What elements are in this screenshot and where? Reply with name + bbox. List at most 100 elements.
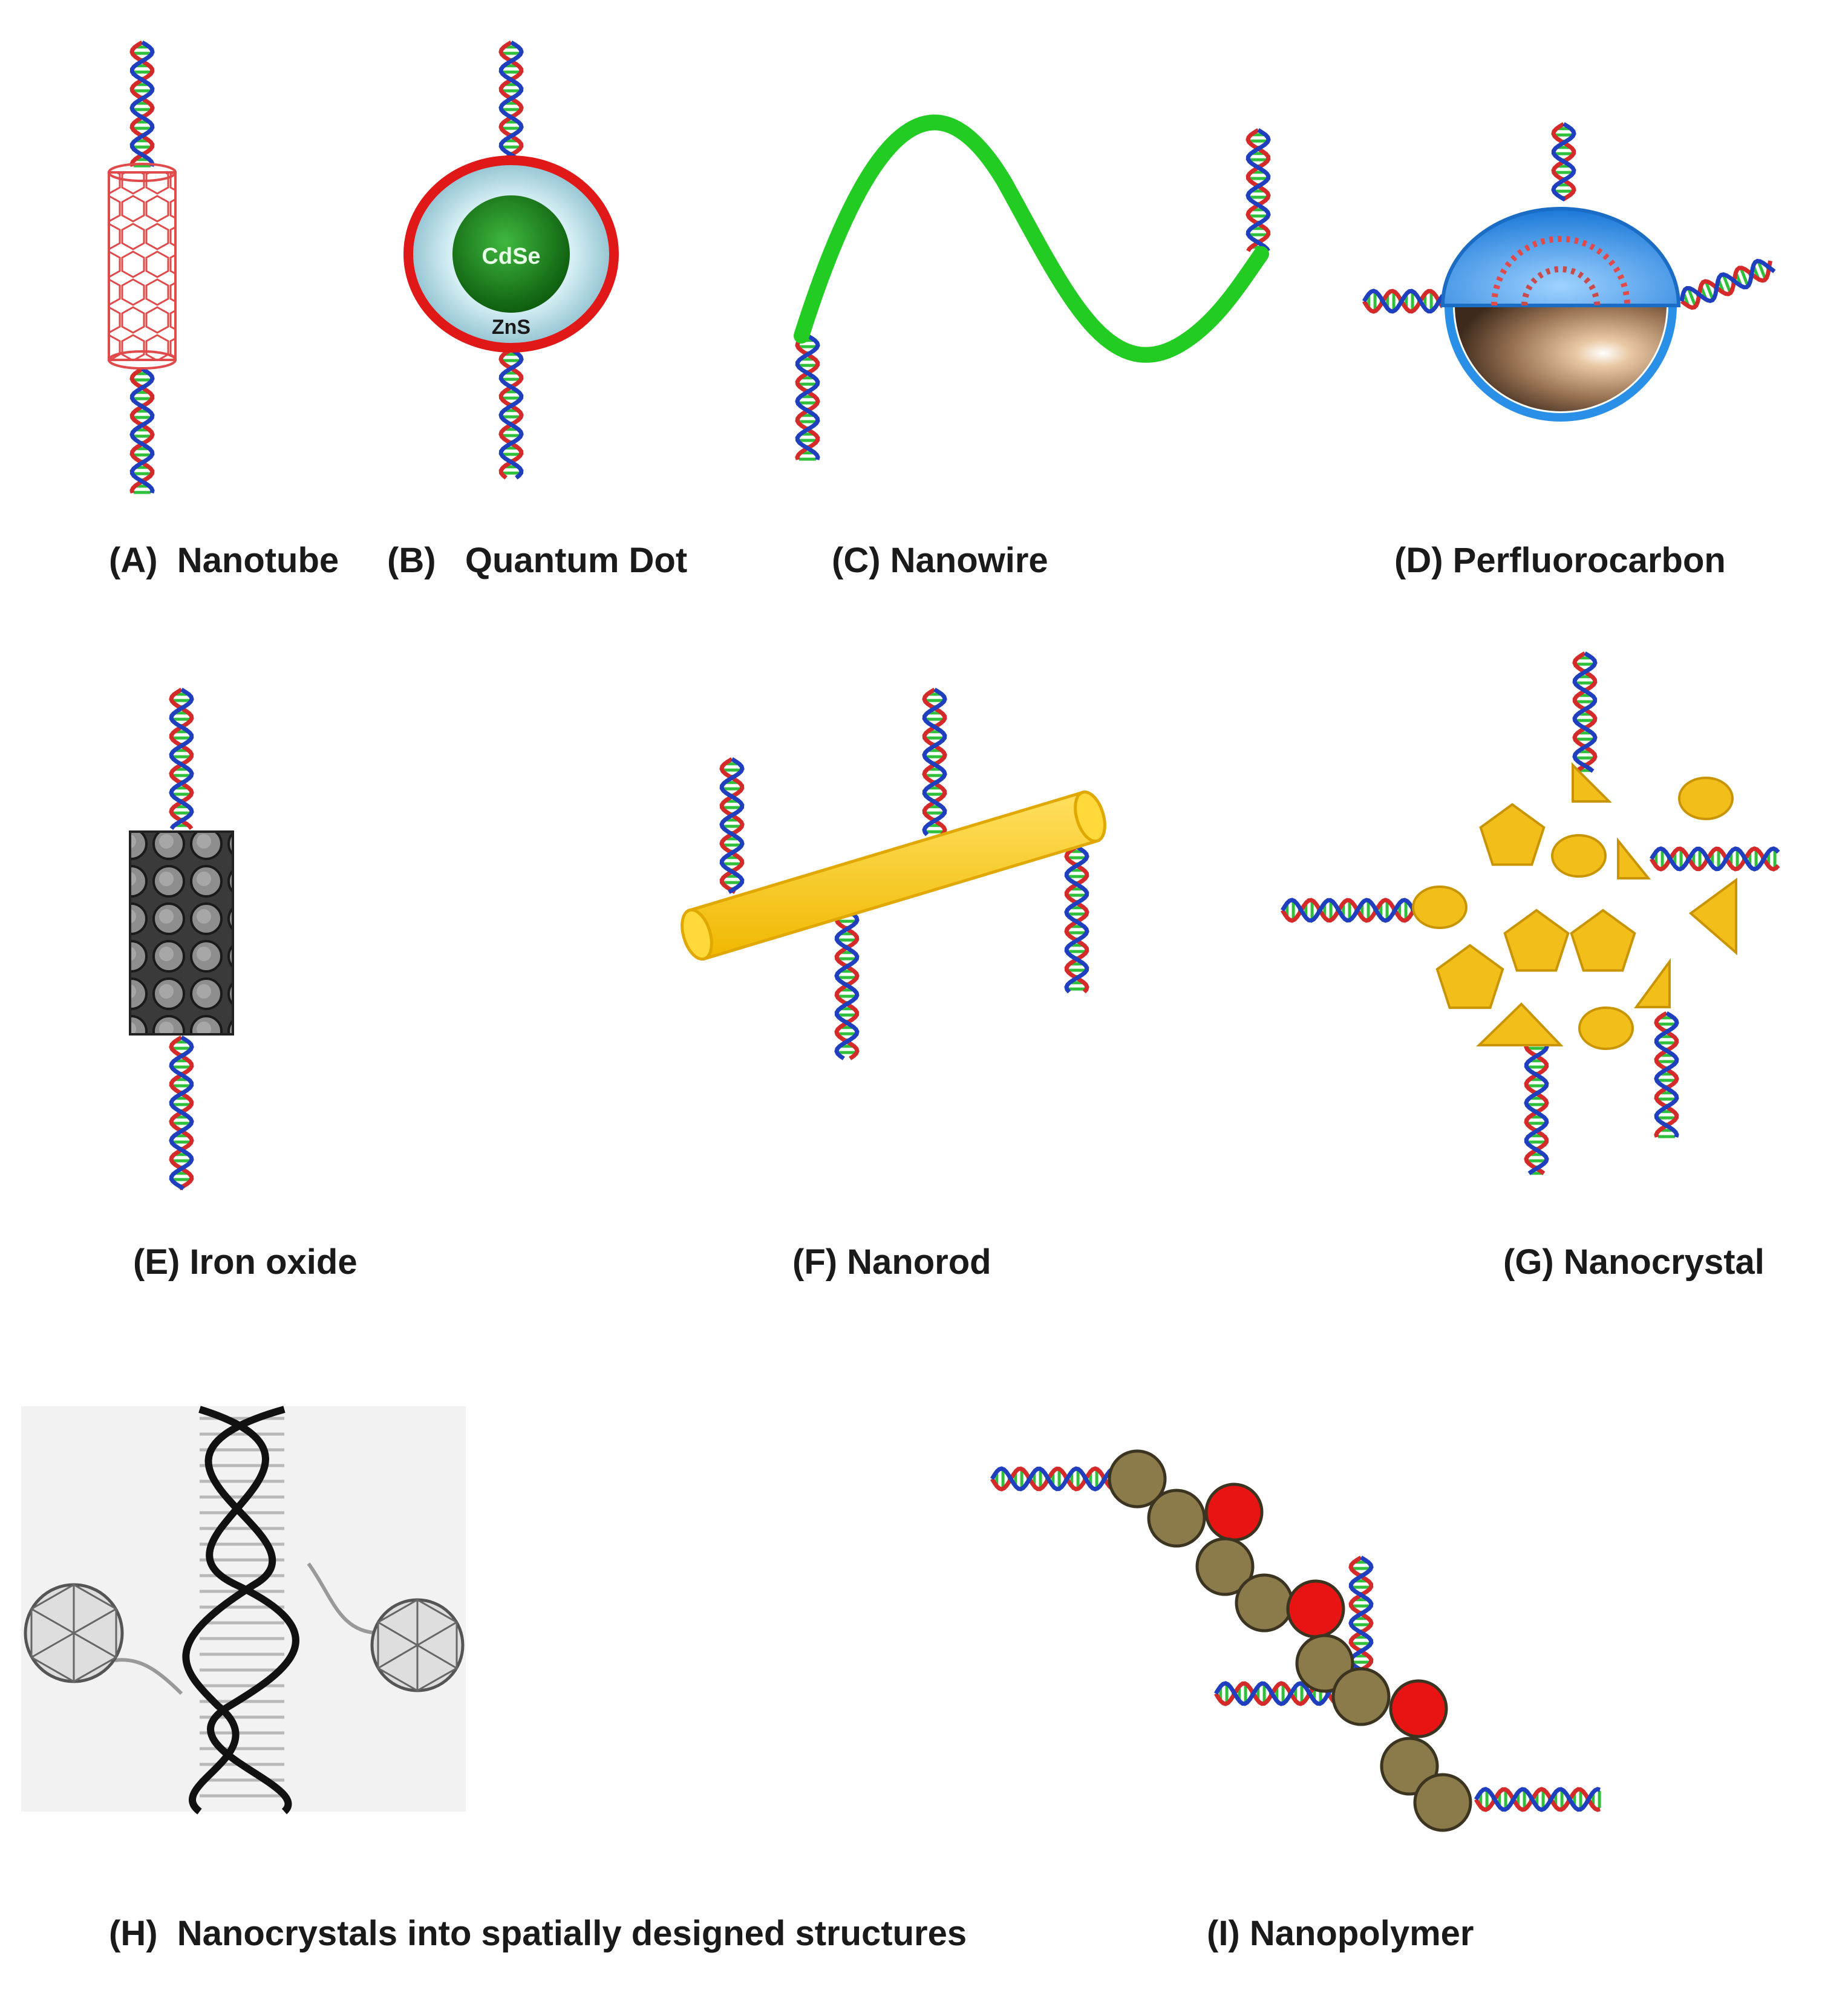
nanocrystal-oval: [1551, 834, 1607, 878]
dna-strand: [1064, 844, 1089, 994]
dna-strand: [1654, 1011, 1679, 1138]
caption-perfluorocarbon: (D) Perfluorocarbon: [1394, 541, 1726, 580]
nanopolymer-bead: [1295, 1634, 1354, 1693]
dna-base-pair: [1705, 282, 1714, 299]
nanopolymer-bead: [1413, 1773, 1472, 1832]
perfluorocarbon-particle: [1440, 207, 1681, 422]
designed-structure: [21, 1406, 466, 1815]
dna-strand: [1362, 289, 1445, 314]
dna-helix: [990, 1466, 1121, 1492]
dna-helix: [922, 687, 947, 837]
nanopolymer-bead: [1331, 1667, 1391, 1726]
dna-strand: [1474, 1787, 1601, 1812]
caption-iron-oxide: (E) Iron oxide: [133, 1242, 358, 1282]
dna-strand: [1064, 844, 1089, 994]
dna-strand: [1680, 260, 1773, 310]
nanocrystal-sphere-right: [370, 1598, 465, 1692]
dna-strand: [1348, 1555, 1374, 1682]
dna-strand: [1551, 122, 1576, 202]
dna-strand: [1362, 289, 1445, 314]
nanocrystal-pentagon: [1435, 944, 1504, 1010]
nanocrystal-triangle: [1688, 878, 1737, 956]
dna-strand: [129, 367, 155, 494]
dna-helix: [169, 1035, 194, 1191]
nanopolymer-red-bead: [1286, 1579, 1345, 1639]
dna-strand: [129, 367, 155, 494]
cdse-core: [452, 195, 570, 313]
dna-strand: [795, 333, 820, 460]
dna-base-pair: [1757, 261, 1766, 279]
dna-helix: [1524, 1035, 1549, 1175]
nanopolymer-red-bead: [1389, 1679, 1448, 1738]
nanorod: [681, 790, 1106, 961]
dna-strand: [990, 1466, 1121, 1492]
caption-nanorod: (F) Nanorod: [792, 1242, 991, 1282]
cdse-label: CdSe: [482, 244, 540, 269]
dna-strand: [169, 688, 194, 830]
dna-strand: [129, 40, 155, 167]
dna-base-pair: [1740, 269, 1749, 285]
caption-designed-structures: (H) Nanocrystals into spatially designed…: [109, 1914, 967, 1953]
dna-strand: [719, 757, 745, 895]
dna-helix: [834, 908, 860, 1060]
dna-helix: [1654, 1011, 1679, 1138]
dna-strand: [1650, 846, 1780, 872]
nanocrystal-pentagon: [1503, 908, 1570, 972]
caption-nanowire: (C) Nanowire: [832, 541, 1048, 580]
nanopolymer-bead: [1147, 1489, 1206, 1548]
dna-strand: [1246, 128, 1271, 252]
nanotube: [108, 163, 177, 370]
dna-strand: [1474, 1787, 1601, 1812]
nanocrystal-oval: [1578, 1006, 1634, 1050]
dna-helix: [719, 757, 745, 895]
nanocrystal-oval: [1412, 886, 1468, 929]
nanocrystal-triangle: [1617, 837, 1651, 879]
dna-helix: [498, 347, 524, 480]
dna-strand: [1654, 1011, 1679, 1138]
dna-strand: [498, 347, 524, 480]
nanopolymer-red-bead: [1204, 1483, 1264, 1542]
dna-helix: [129, 40, 155, 168]
dna-strand: [795, 333, 820, 460]
dna-strand: [990, 1466, 1121, 1492]
dna-strand: [169, 1035, 194, 1191]
nanopolymer-chain: [1108, 1449, 1472, 1832]
dna-base-pair: [1687, 289, 1697, 306]
dna-strand: [1679, 258, 1776, 304]
dna-strand: [922, 687, 947, 837]
dna-helix: [1474, 1787, 1601, 1812]
nanocrystal-triangle: [1634, 957, 1671, 1008]
dna-strand: [922, 687, 947, 837]
caption-quantum-dot: (B) Quantum Dot: [387, 541, 688, 580]
nanocrystal-pentagon: [1570, 908, 1636, 972]
dna-strand: [1246, 128, 1271, 252]
dna-strand: [1650, 846, 1780, 872]
dna-helix: [1650, 846, 1780, 872]
dna-helix: [129, 367, 155, 494]
dna-helix: [498, 40, 524, 160]
nanowire: [794, 114, 1269, 363]
iron-oxide-particle: [129, 830, 234, 1036]
nanocrystal-triangle: [1572, 762, 1612, 803]
nanocrystal-pentagon: [1479, 803, 1546, 866]
dna-strand: [129, 40, 155, 167]
caption-nanotube: (A) Nanotube: [109, 541, 339, 580]
zns-label: ZnS: [492, 316, 531, 339]
dna-strand: [1281, 898, 1423, 923]
nanopolymer-bead: [1235, 1573, 1294, 1633]
dna-helix: [1551, 122, 1576, 202]
dna-strand: [1572, 651, 1598, 773]
dna-strand: [719, 757, 745, 895]
nanopolymer-bead: [1195, 1537, 1255, 1596]
nanopolymer-bead: [1108, 1449, 1167, 1509]
dna-strand: [1213, 1681, 1338, 1706]
nanopolymer-bead: [1380, 1737, 1439, 1796]
dna-helix: [795, 333, 820, 461]
nanocrystal-shapes: [1412, 762, 1737, 1050]
nanocrystal-sphere-left: [24, 1583, 124, 1683]
caption-nanopolymer: (I) Nanopolymer: [1207, 1914, 1474, 1953]
nanocrystal-triangle: [1476, 1002, 1564, 1046]
dna-helix: [1064, 844, 1089, 994]
dna-helix: [169, 688, 194, 830]
